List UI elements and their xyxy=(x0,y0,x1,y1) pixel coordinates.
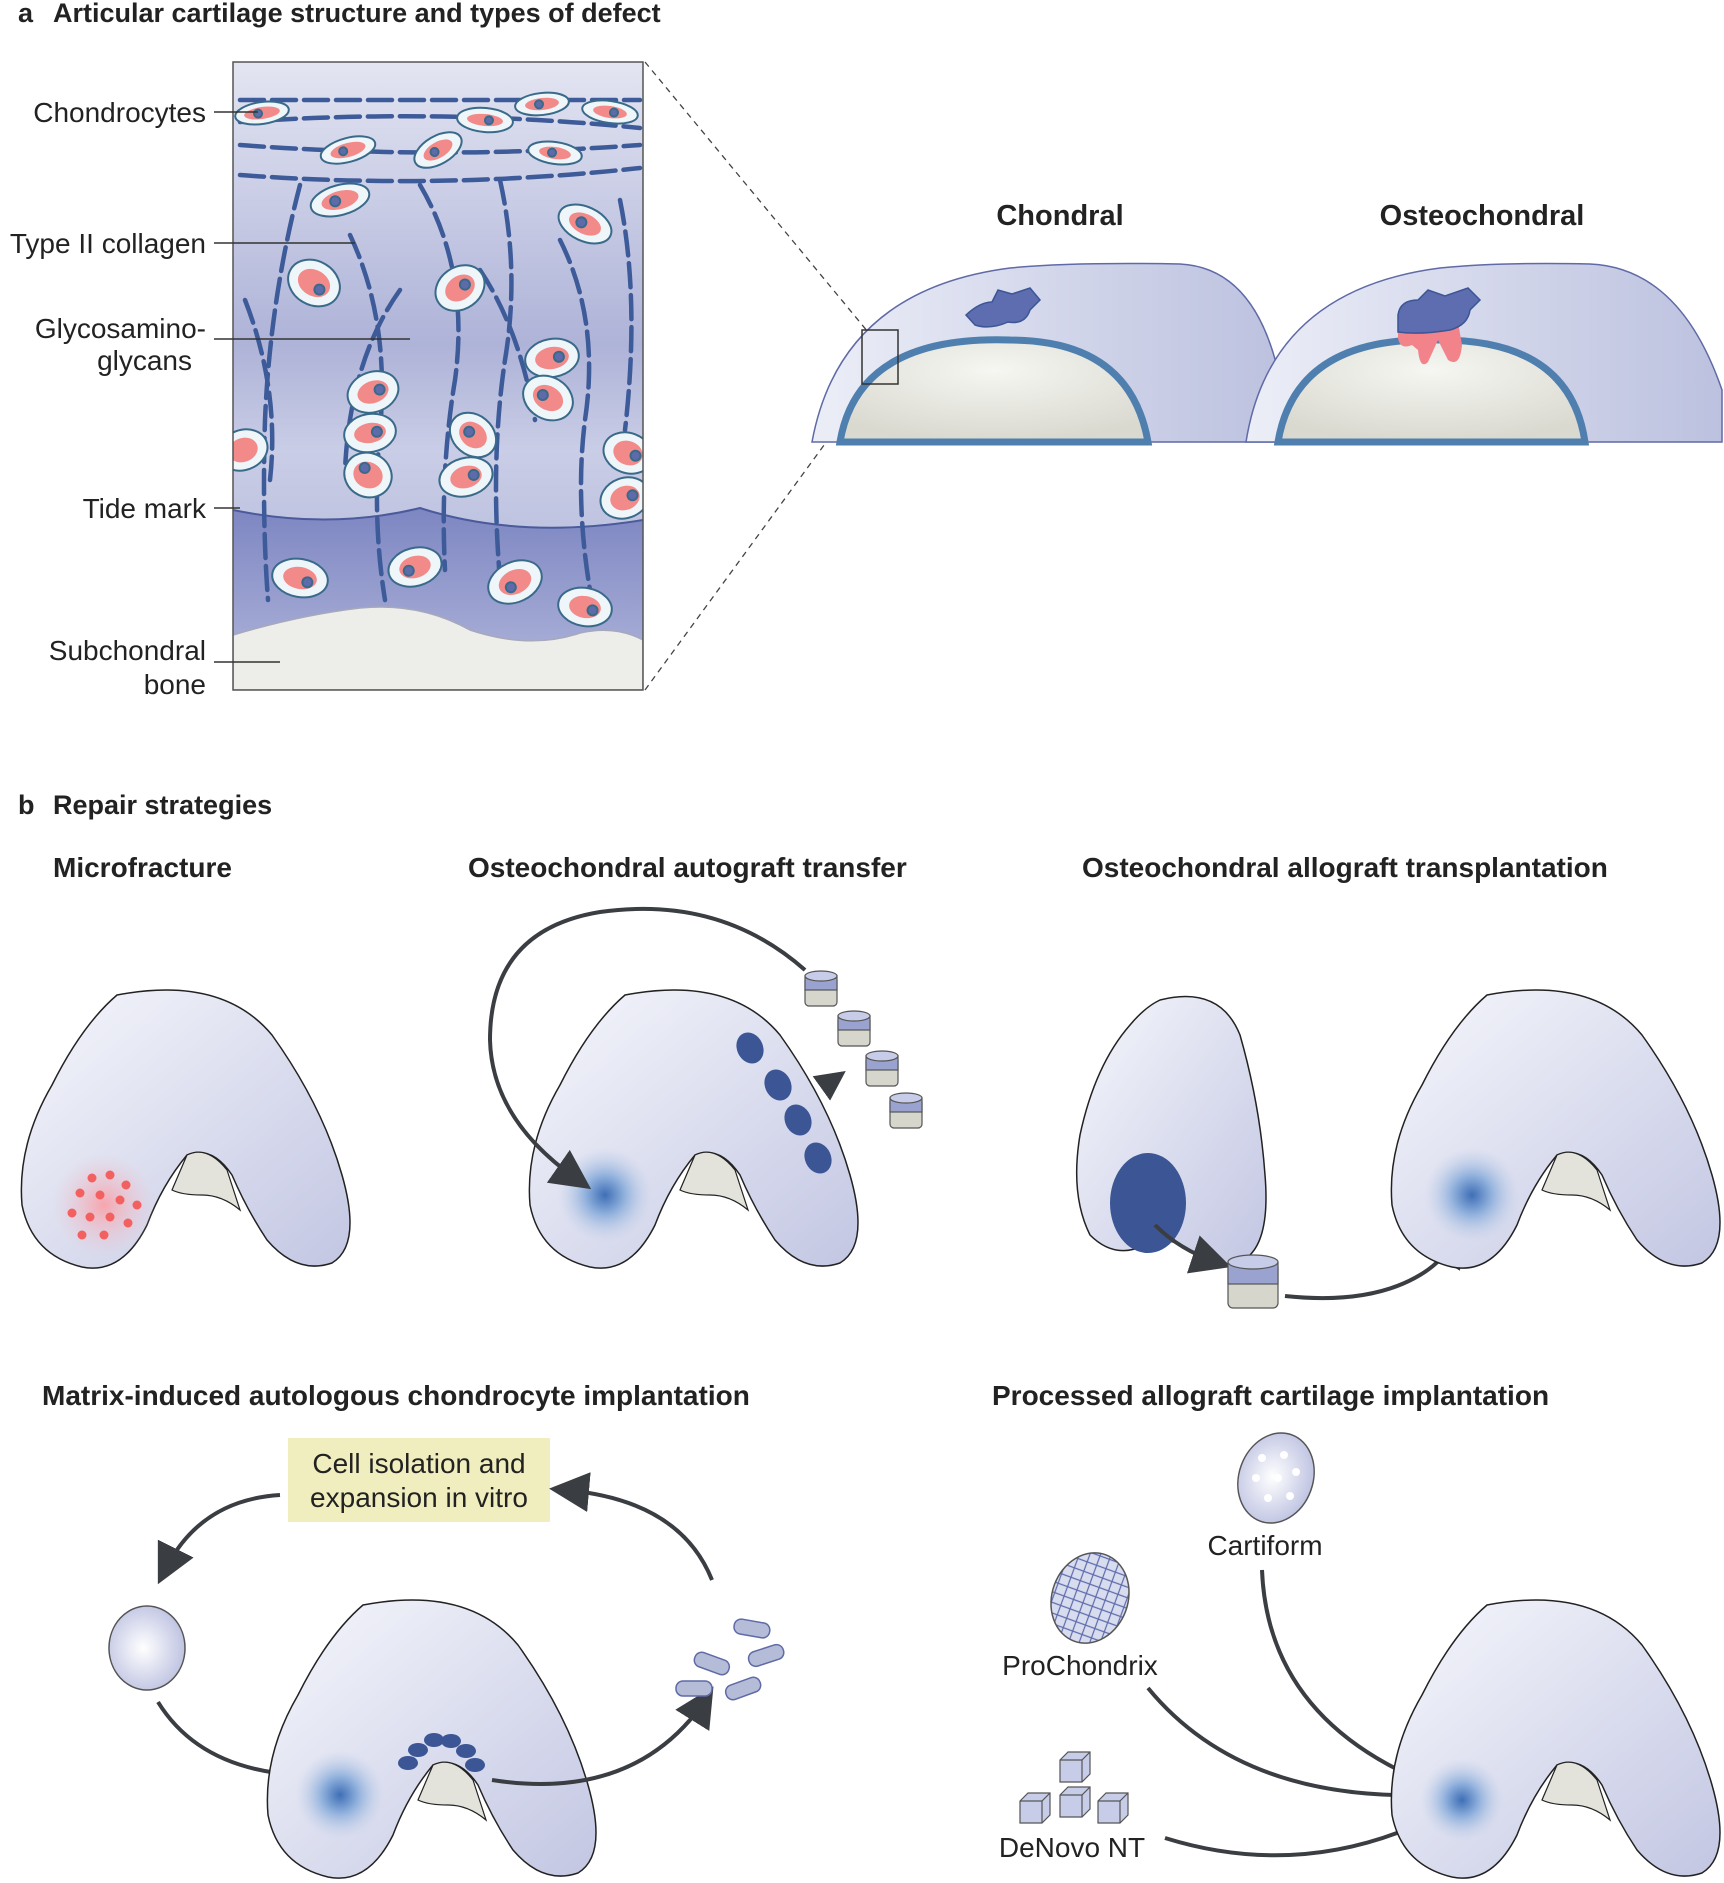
allograft-arrow-1 xyxy=(1153,1223,1232,1274)
title-allograft: Osteochondral allograft transplantation xyxy=(1082,852,1608,883)
maci-arrow-to-cells xyxy=(491,1686,714,1786)
cartilage-tissue-block xyxy=(233,62,643,690)
allograft-defect xyxy=(1110,1153,1186,1253)
autograft-arrow-small xyxy=(812,1071,846,1101)
condyle-maci xyxy=(266,1599,597,1879)
panel-a-letter: a xyxy=(18,0,34,28)
maci-arrow-to-matrix xyxy=(157,1493,281,1585)
matrix-scaffold xyxy=(108,1605,186,1691)
label-glycosaminoglycans-line2: glycans xyxy=(97,345,192,376)
condyle-allograft-recipient xyxy=(1390,989,1721,1269)
microfracture-holes xyxy=(67,1170,142,1240)
condyle-processed-allograft xyxy=(1390,1599,1721,1879)
tide-mark-line xyxy=(233,506,643,529)
label-subchondral-bone-line1: Subchondral xyxy=(49,635,206,666)
label-glycosaminoglycans-line1: Glycosamino- xyxy=(35,313,206,344)
chondrocyte-cells xyxy=(233,91,643,628)
zoom-lines xyxy=(644,61,869,691)
cell-expansion-label-line1: Cell isolation and xyxy=(312,1448,525,1479)
maci-arrow-to-box xyxy=(549,1472,714,1581)
panel-b: b Repair strategies Microfracture Osteoc… xyxy=(18,790,1721,1879)
label-osteochondral: Osteochondral xyxy=(1380,200,1585,232)
label-chondrocytes: Chondrocytes xyxy=(33,97,206,128)
label-tide-mark: Tide mark xyxy=(83,493,207,524)
title-maci: Matrix-induced autologous chondrocyte im… xyxy=(42,1380,750,1411)
isolated-chondrocytes xyxy=(675,1618,785,1701)
label-subchondral-bone-line2: bone xyxy=(144,669,206,700)
subchondral-bone xyxy=(233,606,643,690)
panel-b-letter: b xyxy=(18,790,35,820)
cartilage-biopsy-cells xyxy=(398,1733,485,1772)
condyle-autograft xyxy=(528,989,859,1269)
cell-expansion-box xyxy=(288,1438,550,1522)
condyle-microfracture xyxy=(20,989,351,1269)
autograft-arrow-curve xyxy=(487,906,807,1190)
denovo-cubes xyxy=(1019,1751,1129,1824)
title-processed-allograft: Processed allograft cartilage implantati… xyxy=(992,1380,1549,1411)
panel-a-title: Articular cartilage structure and types … xyxy=(53,0,661,28)
condyle-allograft-donor xyxy=(1075,995,1267,1265)
arrow-cartiform xyxy=(1260,1569,1447,1795)
label-prochondrix: ProChondrix xyxy=(1002,1650,1158,1681)
arrow-prochondrix xyxy=(1146,1686,1441,1816)
osteochondral-defect-cartilage xyxy=(1397,287,1482,334)
tissue-block-border xyxy=(232,61,644,691)
allograft-plug xyxy=(1227,1254,1279,1309)
zoom-box xyxy=(861,329,899,385)
panel-b-title: Repair strategies xyxy=(53,790,272,820)
label-chondral: Chondral xyxy=(996,200,1123,232)
label-type-ii-collagen: Type II collagen xyxy=(10,228,206,259)
arrow-denovo xyxy=(1164,1812,1443,1858)
chondral-defect-dome xyxy=(811,262,1283,446)
prochondrix-graft xyxy=(1050,1552,1130,1644)
title-autograft: Osteochondral autograft transfer xyxy=(468,852,907,883)
cartiform-graft xyxy=(1237,1432,1315,1524)
chondral-defect xyxy=(964,287,1042,328)
label-leader-lines xyxy=(214,111,410,663)
label-denovo: DeNovo NT xyxy=(999,1832,1145,1863)
donor-site-holes xyxy=(736,1032,832,1174)
osteochondral-plugs xyxy=(804,970,923,1129)
osteochondral-defect-dome xyxy=(1245,262,1723,446)
title-microfracture: Microfracture xyxy=(53,852,232,883)
cell-expansion-label-line2: expansion in vitro xyxy=(310,1482,528,1513)
label-cartiform: Cartiform xyxy=(1207,1530,1322,1561)
panel-a: a Articular cartilage structure and type… xyxy=(10,0,1723,700)
